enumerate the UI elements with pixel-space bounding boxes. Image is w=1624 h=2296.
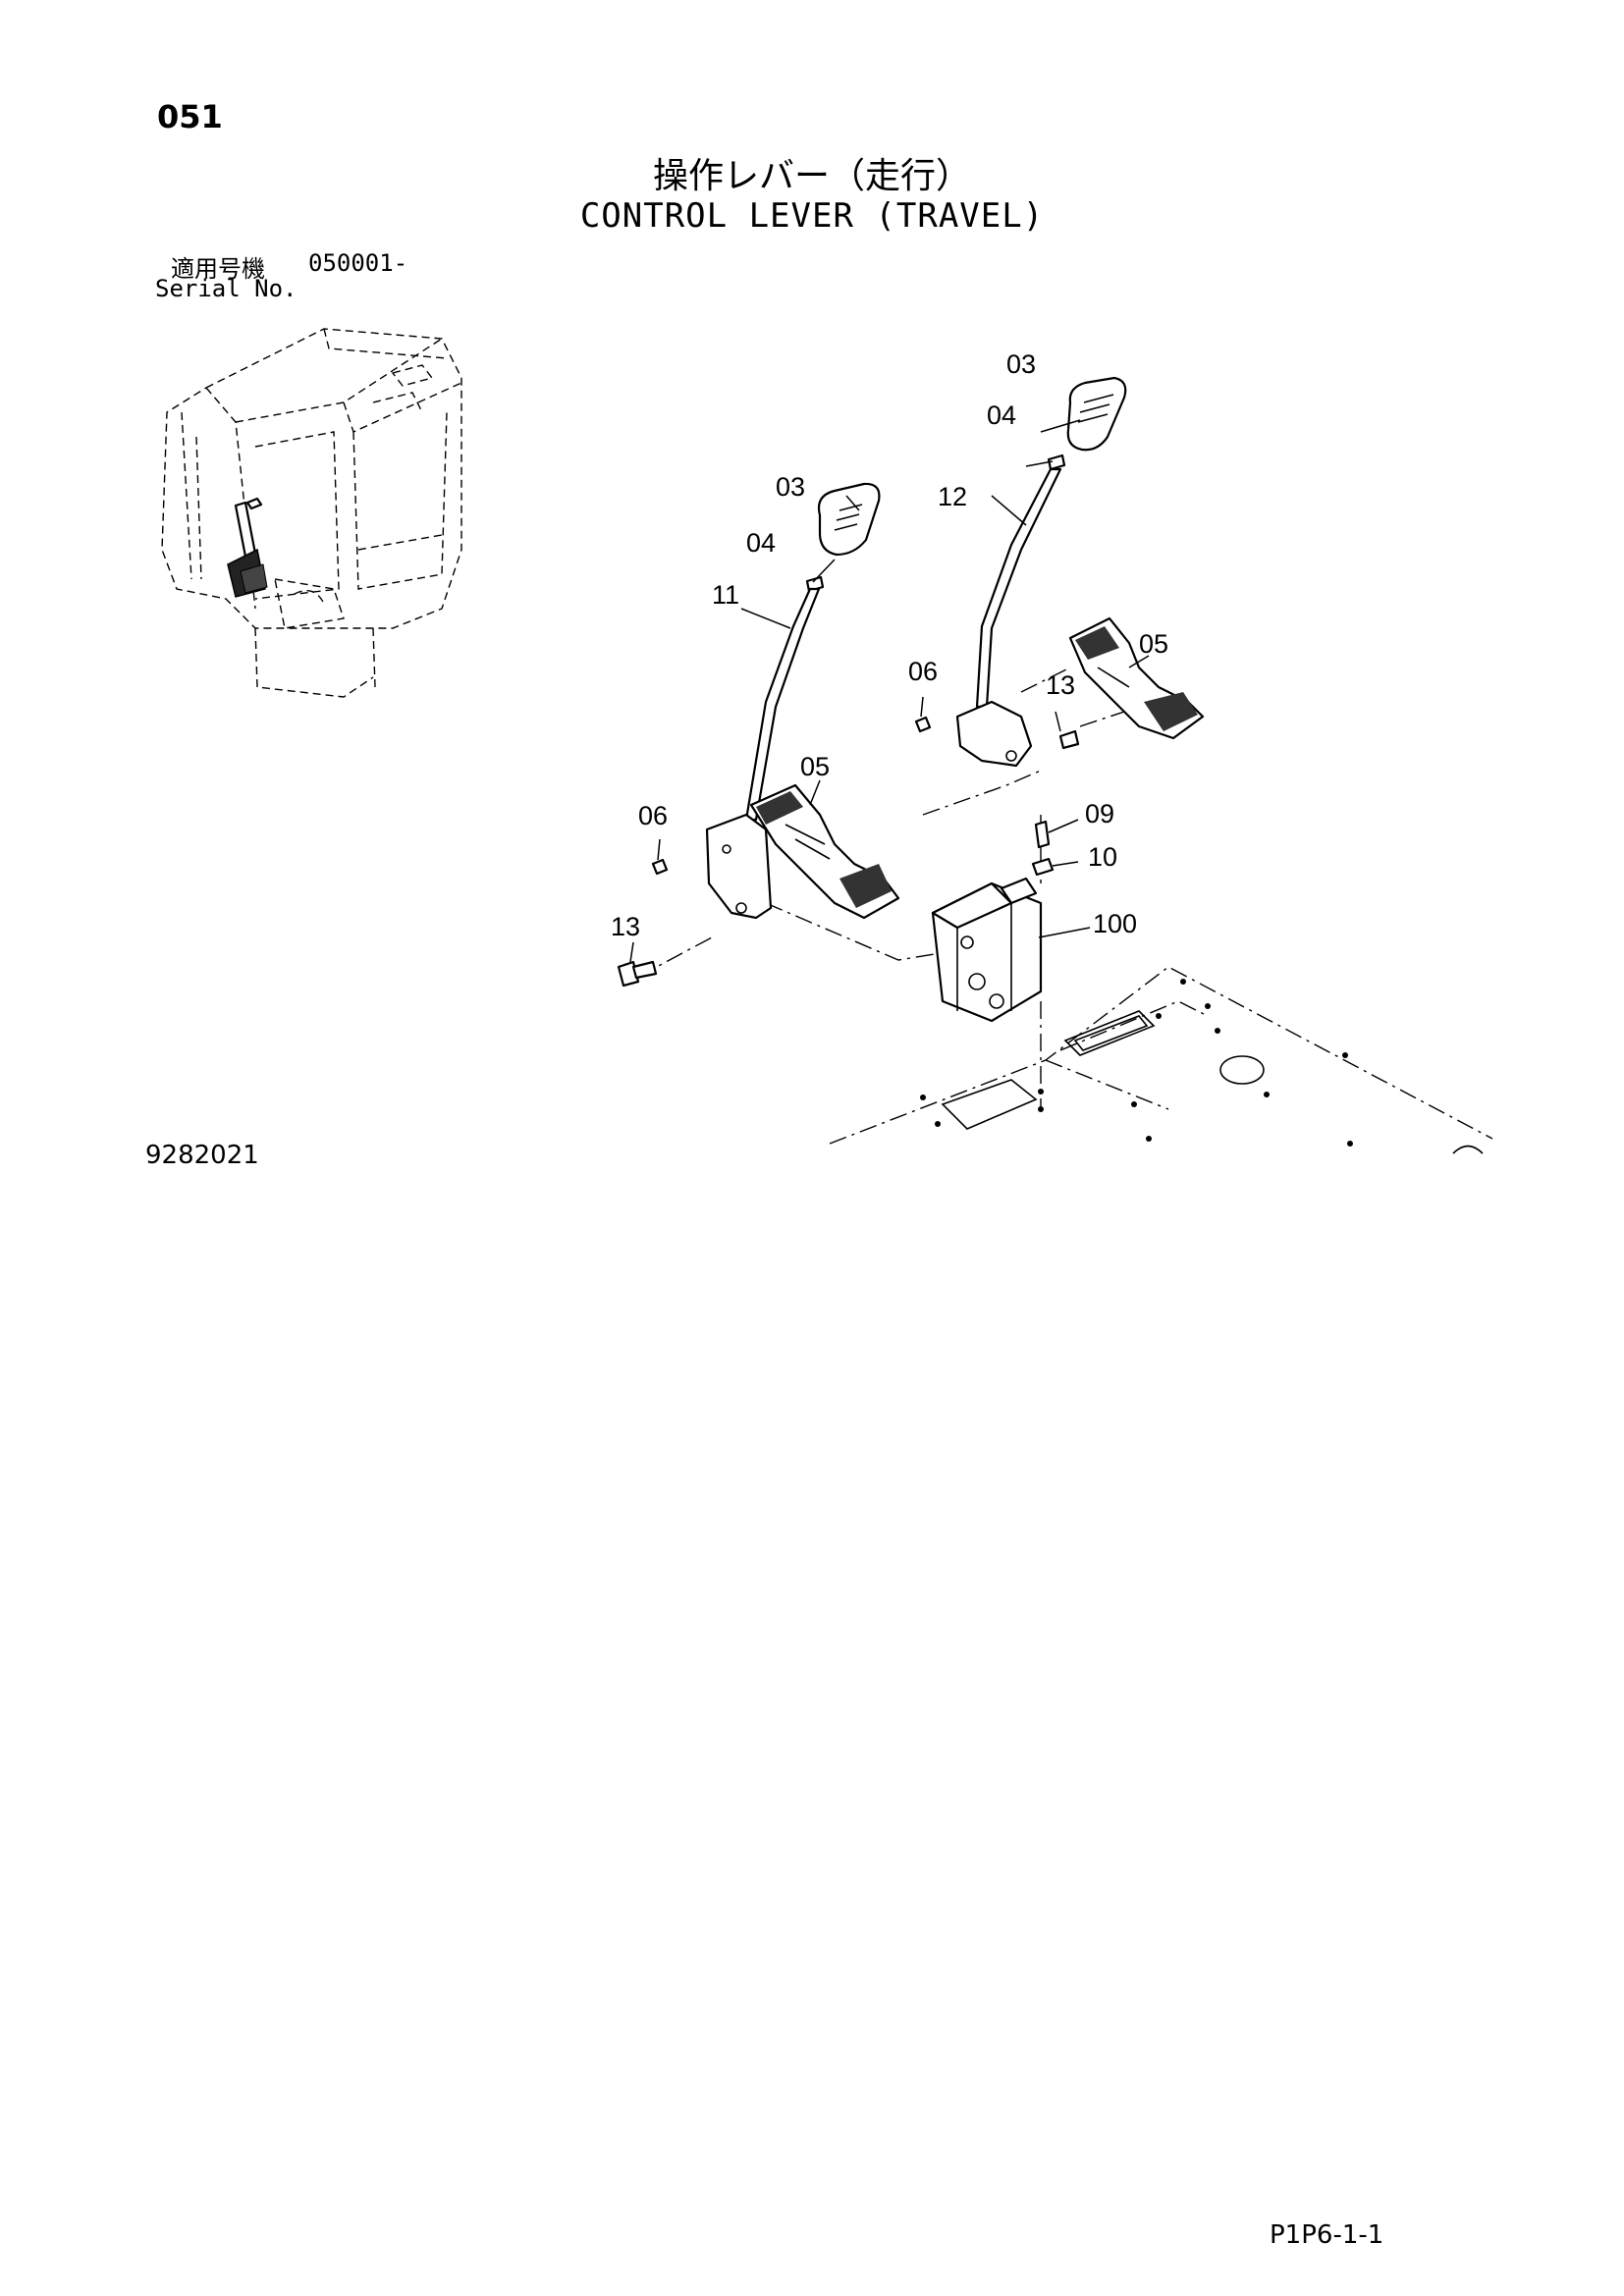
- callout-left-pedal: 05: [800, 752, 830, 781]
- left-bracket: [705, 813, 773, 920]
- callout-left-bolt: 13: [611, 912, 640, 941]
- callout-pilot-valve: 100: [1093, 909, 1137, 938]
- callout-right-bolt: 13: [1046, 670, 1075, 700]
- page-title-japanese: 操作レバー（走行）: [652, 156, 971, 196]
- left-plug: [651, 858, 669, 876]
- callout-right-pedal: 05: [1139, 629, 1168, 659]
- serial-label-english: Serial No.: [155, 275, 298, 302]
- valve-washer: [1031, 857, 1055, 877]
- right-lever-assembly: [914, 376, 1205, 768]
- callout-left-washer: 04: [746, 528, 776, 558]
- valve-bolt: [1034, 820, 1051, 849]
- floor-plate: [829, 966, 1493, 1154]
- cab-thumbnail: [161, 328, 462, 698]
- left-lever-assembly: [617, 482, 900, 988]
- serial-label-japanese: 適用号機: [171, 255, 265, 283]
- right-bolt: [1058, 729, 1080, 750]
- left-grip: [817, 482, 881, 557]
- callout-valve-washer: 10: [1088, 842, 1117, 872]
- serial-number-value: 050001-: [308, 249, 408, 277]
- left-lever-rod: [744, 587, 821, 822]
- callout-left-lever: 11: [712, 580, 739, 610]
- callout-labels: 03 04 12 03 04 11 05 06 13 05 06 13 09 1…: [611, 349, 1168, 941]
- right-bracket: [955, 700, 1033, 768]
- right-grip: [1066, 376, 1127, 452]
- drawing-number: 9282021: [145, 1141, 259, 1170]
- callout-valve-bolt: 09: [1085, 799, 1114, 828]
- right-plug: [914, 716, 932, 733]
- callout-right-lever: 12: [938, 482, 967, 511]
- right-washer: [1047, 454, 1066, 471]
- callout-right-grip: 03: [1006, 349, 1036, 379]
- page-number: 051: [157, 98, 223, 135]
- callout-left-grip: 03: [776, 472, 805, 502]
- leader-lines: [629, 419, 1150, 963]
- page-code: P1P6-1-1: [1270, 2220, 1384, 2250]
- callout-right-plug: 06: [908, 657, 938, 686]
- callout-right-washer: 04: [987, 400, 1016, 430]
- callout-left-plug: 06: [638, 801, 668, 830]
- pilot-valve: [931, 820, 1055, 1023]
- page-title-english: CONTROL LEVER (TRAVEL): [579, 196, 1045, 236]
